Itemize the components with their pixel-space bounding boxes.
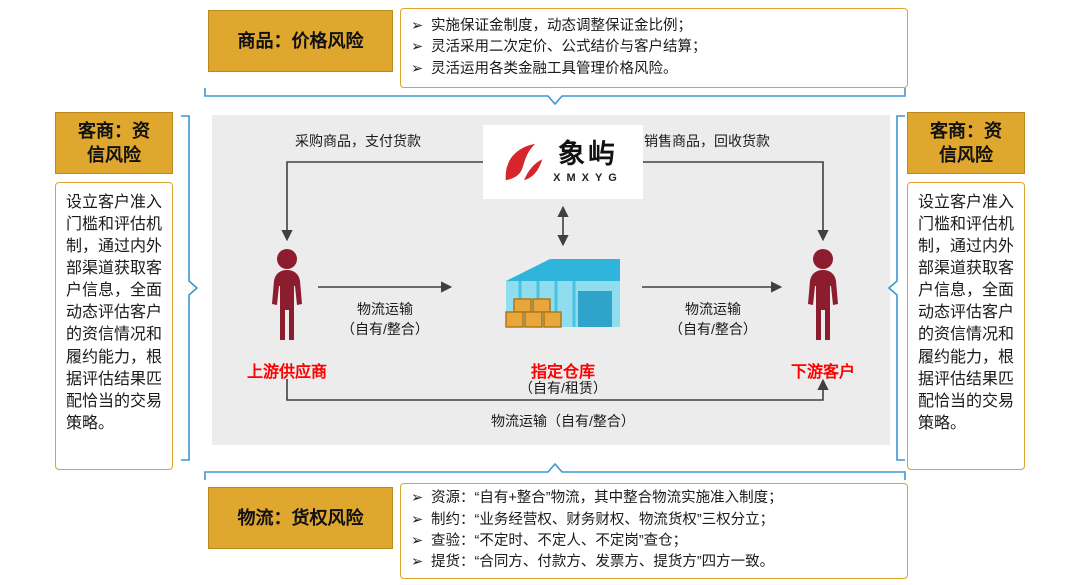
arrow-bullet-icon: ➢ bbox=[411, 60, 424, 77]
xiangyu-logo-icon bbox=[505, 143, 543, 181]
flow-arrows bbox=[281, 161, 829, 401]
bullet-text: 制约：“业务经营权、财务财权、物流货权”三权分立； bbox=[431, 511, 775, 528]
right-customer-risk-title-text: 客商：资信风险 bbox=[930, 120, 1002, 165]
arrow-bullet-icon: ➢ bbox=[411, 511, 424, 528]
sales-flow-label: 销售商品，回收货款 bbox=[644, 133, 770, 149]
customer-label: 下游客户 bbox=[790, 364, 855, 381]
arrow-bullet-icon: ➢ bbox=[411, 533, 424, 549]
bullet-item: ➢ 灵活采用二次定价、公式结价与客户结算； bbox=[411, 37, 897, 58]
arrow-bullet-icon: ➢ bbox=[411, 554, 424, 571]
bullet-item: ➢ 资源：“自有+整合”物流，其中整合物流实施准入制度； bbox=[411, 488, 897, 509]
arrow-bullet-icon: ➢ bbox=[411, 490, 424, 507]
right-customer-risk-text: 设立客户准入门槛和评估机制，通过内外部渠道获取客户信息，全面动态评估客户的资信情… bbox=[918, 194, 1015, 432]
bullet-item: ➢ 制约：“业务经营权、财务财权、物流货权”三权分立； bbox=[411, 510, 897, 531]
bullet-text: 提货：“合同方、付款方、发票方、提货方”四方一致。 bbox=[431, 554, 775, 571]
flow-diagram-panel: 象屿 XMXYG 采购商品，支付货款 销售商品，回收货款 上游供应商 下游客户 bbox=[212, 115, 890, 445]
logistics-risk-title-text: 物流：货权风险 bbox=[237, 507, 364, 528]
logistics-risk-content: ➢ 资源：“自有+整合”物流，其中整合物流实施准入制度； ➢ 制约：“业务经营权… bbox=[400, 483, 908, 579]
right-customer-risk-title: 客商：资信风险 bbox=[907, 112, 1025, 174]
logo-sub-text: XMXYG bbox=[553, 171, 623, 184]
sales-flow-arrow bbox=[643, 161, 829, 242]
supplier-person-icon bbox=[272, 249, 302, 340]
logistics-risk-title: 物流：货权风险 bbox=[208, 487, 393, 549]
left-customer-risk-text: 设立客户准入门槛和评估机制，通过内外部渠道获取客户信息，全面动态评估客户的资信情… bbox=[66, 194, 163, 432]
bullet-text: 实施保证金制度，动态调整保证金比例； bbox=[431, 17, 692, 34]
logo-name-text: 象屿 bbox=[557, 139, 618, 170]
bottom-logistics-arrow bbox=[286, 378, 829, 401]
logistics-bottom-label: 物流运输（自有/整合） bbox=[491, 413, 635, 429]
bullet-item: ➢ 查验：“不定时、不定人、不定岗”查仓； bbox=[411, 531, 897, 552]
warehouse-icon bbox=[505, 259, 620, 328]
bullet-text: 灵活采用二次定价、公式结价与客户结算； bbox=[431, 39, 707, 56]
commodity-risk-content: ➢ 实施保证金制度，动态调整保证金比例； ➢ 灵活采用二次定价、公式结价与客户结… bbox=[400, 8, 908, 88]
customer-person-icon bbox=[808, 249, 838, 340]
left-customer-risk-title: 客商：资信风险 bbox=[55, 112, 173, 174]
supplier-label: 上游供应商 bbox=[246, 364, 327, 381]
left-customer-risk-content: 设立客户准入门槛和评估机制，通过内外部渠道获取客户信息，全面动态评估客户的资信情… bbox=[55, 182, 173, 470]
bullet-text: 灵活运用各类金融工具管理价格风险。 bbox=[431, 60, 678, 77]
bullet-text: 查验：“不定时、不定人、不定岗”查仓； bbox=[431, 533, 688, 549]
bullet-item: ➢ 灵活运用各类金融工具管理价格风险。 bbox=[411, 59, 897, 80]
left-customer-risk-title-text: 客商：资信风险 bbox=[78, 120, 150, 165]
warehouse-label: 指定仓库 bbox=[530, 364, 595, 381]
commodity-risk-title: 商品：价格风险 bbox=[208, 10, 393, 72]
bullet-text: 资源：“自有+整合”物流，其中整合物流实施准入制度； bbox=[431, 490, 783, 507]
arrow-bullet-icon: ➢ bbox=[411, 17, 424, 34]
right-brace bbox=[887, 115, 905, 461]
logistics-right-label: 物流运输 （自有/整合） bbox=[669, 301, 757, 338]
purchase-flow-arrow bbox=[281, 161, 483, 242]
bullet-item: ➢ 实施保证金制度，动态调整保证金比例； bbox=[411, 16, 897, 37]
arrow-bullet-icon: ➢ bbox=[411, 39, 424, 56]
left-brace bbox=[181, 115, 199, 461]
warehouse-sublabel: （自有/租赁） bbox=[519, 380, 607, 396]
bottom-brace bbox=[204, 462, 906, 480]
xiangyu-logo: 象屿 XMXYG bbox=[483, 125, 643, 199]
commodity-risk-title-text: 商品：价格风险 bbox=[237, 30, 364, 51]
purchase-flow-label: 采购商品，支付货款 bbox=[295, 133, 421, 149]
right-customer-risk-content: 设立客户准入门槛和评估机制，通过内外部渠道获取客户信息，全面动态评估客户的资信情… bbox=[907, 182, 1025, 470]
logistics-left-label: 物流运输 （自有/整合） bbox=[341, 301, 429, 338]
top-brace bbox=[204, 88, 906, 106]
bullet-item: ➢ 提货：“合同方、付款方、发票方、提货方”四方一致。 bbox=[411, 552, 897, 573]
